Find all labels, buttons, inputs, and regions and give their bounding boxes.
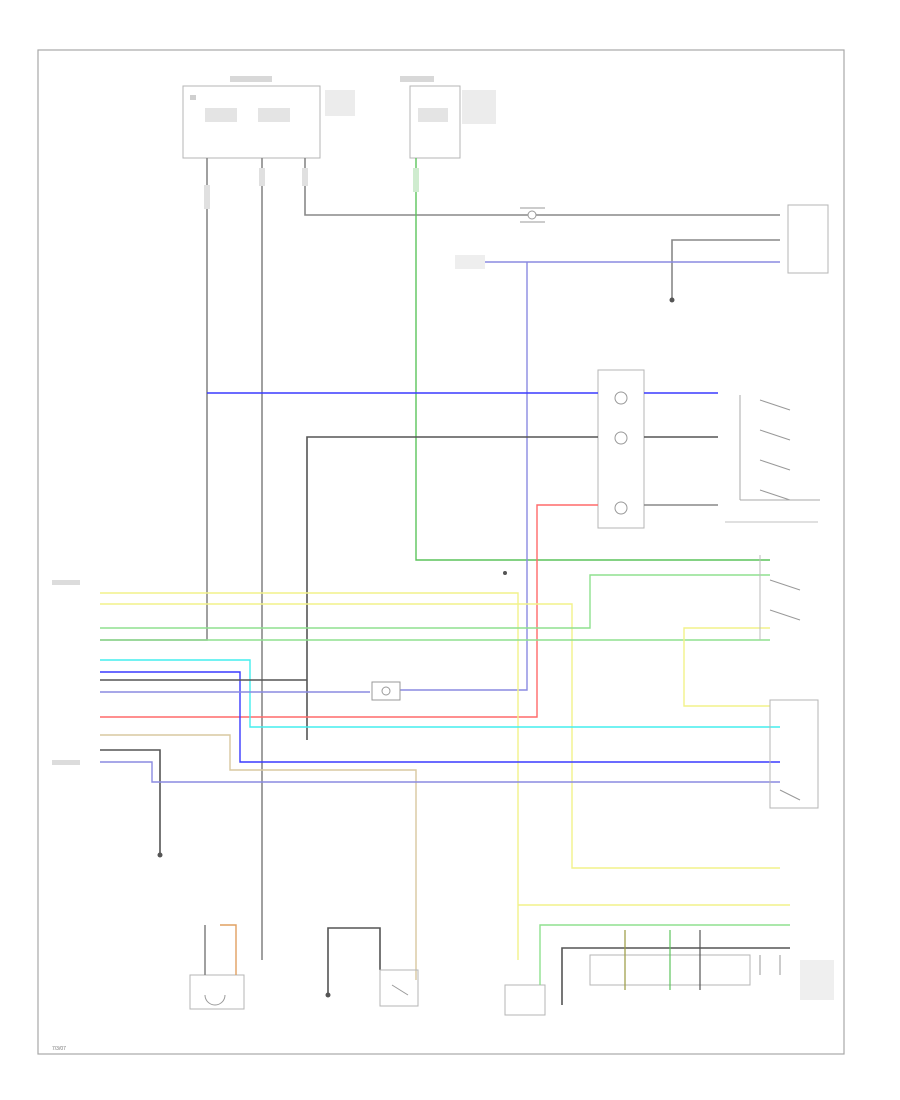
ecm-connector-block <box>52 580 80 765</box>
brake-pedal-switch <box>759 555 801 640</box>
wire-yellow-1 <box>100 592 519 960</box>
wire-fuse-c-down <box>304 158 780 216</box>
wire-blue-lower <box>100 671 780 763</box>
clutch-pedal-switch <box>379 969 419 1007</box>
wire-dark-clutch <box>327 927 381 995</box>
wire-purple-bottom <box>100 761 780 783</box>
splice-connector-top <box>520 207 545 223</box>
cruise-control-switch <box>597 369 645 529</box>
wire-cyan-1 <box>100 659 780 728</box>
wire-purple-drop <box>400 262 528 691</box>
engine-control-module-bottom <box>561 930 790 1005</box>
data-link-connector <box>504 984 546 1016</box>
wire-dark-ground <box>100 749 161 855</box>
steering-switch-group <box>725 395 820 523</box>
diagram-frame <box>37 49 845 1055</box>
wire-dark-mid <box>306 436 598 740</box>
wire-ground-branch <box>671 239 780 300</box>
wire-fuse-a-down <box>100 158 208 641</box>
underhood-fuse-box <box>182 76 355 159</box>
combination-meter-bottom <box>189 974 245 1010</box>
wire-red-main <box>100 504 598 718</box>
fuse-relay-box <box>400 76 496 159</box>
sensor-connector-bottom-right <box>759 955 834 1000</box>
splice-connector-mid <box>371 681 401 701</box>
wire-lgreen-1 <box>100 574 770 629</box>
diagram-footer-code: 7/3/07 <box>52 1046 66 1052</box>
wire-orange-bottom <box>220 924 237 975</box>
wire-lgreen-bottom <box>539 924 790 985</box>
wire-yellow-brake-loop <box>683 627 770 707</box>
wire-green-main <box>415 158 770 561</box>
wire-tan-lower <box>100 734 417 980</box>
wire-yellow-2 <box>100 603 780 869</box>
cruise-main-switch <box>769 699 819 809</box>
cruise-module-top-right <box>787 204 829 274</box>
